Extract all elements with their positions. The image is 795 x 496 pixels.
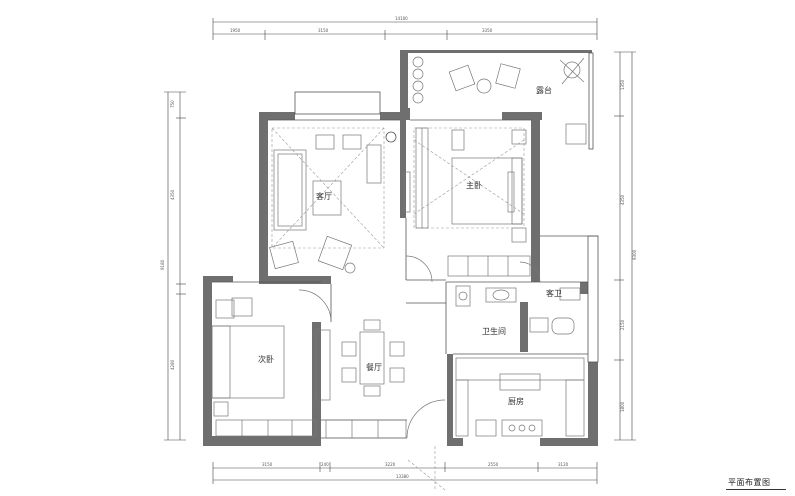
left-dimensions: 750 4350 4280 9180 [160,91,186,441]
master-bedroom-furniture [413,127,531,277]
room-labels: 客厅 主卧 露台 次卧 餐厅 卫生间 厨房 客卫 [258,85,562,406]
doors [298,255,541,491]
drawing-title: 平面布置图 [728,478,771,487]
dim-bottom-5: 3120 [558,462,569,467]
second-bedroom-furniture [211,297,331,437]
label-balcony: 露台 [536,85,552,95]
dim-top-3: 3350 [482,28,493,33]
label-kitchen: 厨房 [508,396,524,406]
label-dining: 餐厅 [366,363,382,372]
dim-bottom-4: 2550 [488,462,499,467]
label-bathroom: 卫生间 [482,326,506,336]
right-dimensions: 1350 4350 2150 1800 9300 [614,51,637,441]
dim-bottom-1: 3150 [262,462,273,467]
label-living: 客厅 [316,191,332,201]
dim-top-1: 1950 [230,28,241,33]
balcony-furniture [412,56,587,145]
dim-bottom-2: 240 [321,462,329,467]
label-second-bedroom: 次卧 [258,354,274,364]
dim-right-1: 1350 [620,79,625,90]
dining-furniture [325,319,446,439]
dim-top-2: 3150 [318,28,329,33]
dim-top-total: 14100 [395,16,408,21]
dim-right-total: 9300 [632,249,637,260]
bottom-dimensions: 3150 240 3220 2550 3120 13380 [212,462,598,484]
dim-bottom-total: 13380 [396,474,409,479]
top-dimensions: 14100 1950 3150 3350 [212,16,598,40]
dim-right-2: 4350 [620,194,625,205]
title-underline [726,489,786,490]
dim-left-2: 4350 [170,189,175,200]
living-room-furniture [269,131,411,274]
walls [203,50,599,446]
living-room-ceiling [271,127,385,249]
dim-right-4: 1800 [620,401,625,412]
bathroom-fixtures [455,285,581,335]
dim-right-3: 2150 [620,319,625,330]
dim-left-1: 750 [170,100,175,108]
label-guest-bath: 客卫 [546,288,562,298]
label-master-bedroom: 主卧 [466,180,482,190]
dim-bottom-3: 3220 [385,462,396,467]
dim-left-total: 9180 [160,259,165,270]
dim-left-3: 4280 [170,359,175,370]
kitchen-fixtures [455,357,585,437]
